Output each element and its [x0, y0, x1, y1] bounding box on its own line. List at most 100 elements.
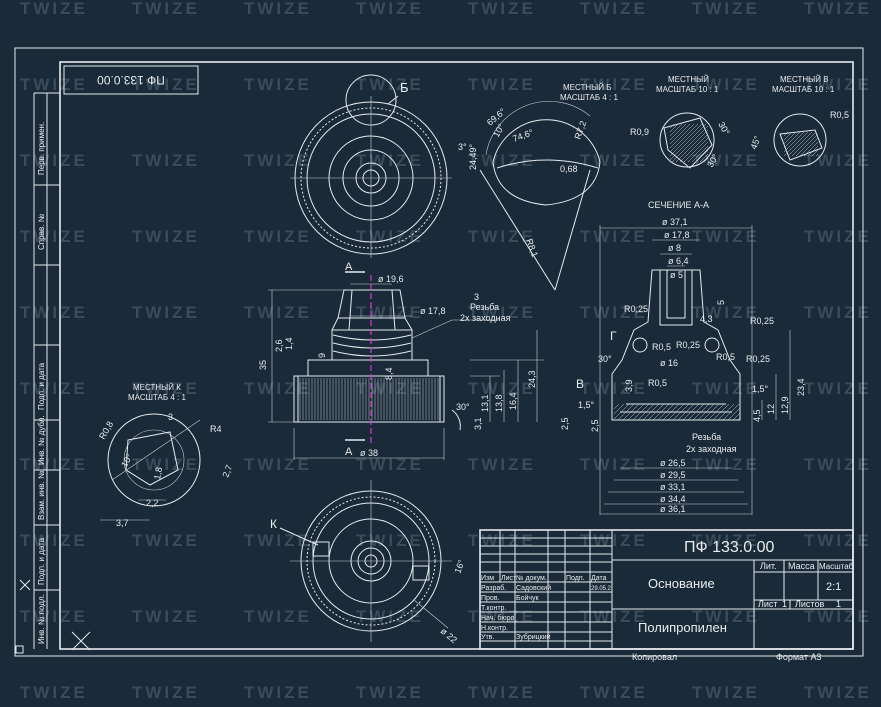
watermark-text: TWIZE [356, 151, 424, 170]
local-view-v: МЕСТНЫЙ В МАСШТАБ 10 : 1 R0,5 45° [748, 75, 849, 167]
local-mid-dim: R0,9 [630, 127, 649, 137]
title-material: Полипропилен [638, 620, 727, 635]
watermark-text: TWIZE [468, 151, 536, 170]
hatch-line [691, 145, 709, 163]
title-mass-label: Масса [788, 561, 815, 571]
rotated-doc-code: ПФ 133.0.00 [97, 73, 165, 87]
watermark-text: TWIZE [20, 455, 88, 474]
section-dim-top: ø 5 [670, 270, 683, 280]
front-dim: 8,4 [384, 367, 394, 380]
local-k-dim: 1,8 [152, 466, 164, 480]
watermark-text: TWIZE [132, 227, 200, 246]
title-row-name: Бойчук [516, 594, 540, 602]
watermark-text: TWIZE [132, 303, 200, 322]
watermark-text: TWIZE [804, 455, 872, 474]
section-dim-top: R0,25 [676, 340, 700, 350]
local-v-title: МЕСТНЫЙ В [780, 75, 829, 84]
front-dim: ø 19,6 [378, 274, 404, 284]
watermark-text: TWIZE [692, 303, 760, 322]
section-dim-right: 12 [766, 404, 776, 414]
sidebar-sign-date-2: Подп. и дата [37, 537, 46, 585]
hatch-line [627, 403, 645, 421]
sidebar-ref-no: Справ. № [37, 213, 46, 250]
section-dims: ø 37,1 ø 17,8 ø 8 ø 6,4 ø 5 5 4,3 R0,25 … [560, 217, 806, 514]
section-dim-top: R0,5 [648, 378, 667, 388]
hatch-line [667, 403, 685, 421]
section-dim-right: 12,9 [780, 396, 790, 414]
watermark-text: TWIZE [580, 683, 648, 702]
section-dim-left: 1,5° [578, 400, 595, 410]
watermark-text: TWIZE [804, 303, 872, 322]
watermark-text: TWIZE [468, 75, 536, 94]
hatch-line [787, 131, 813, 157]
watermark-text: TWIZE [580, 455, 648, 474]
watermark-text: TWIZE [468, 531, 536, 550]
sidebar-orig-inv: Инв. № подл. [37, 594, 46, 644]
hatch-line [695, 149, 709, 163]
title-header-cell: Лист [501, 575, 517, 582]
hatch-line [699, 153, 709, 163]
sidebar-dupl-inv: Инв. № дубл. [37, 415, 46, 465]
title-row-role: Т.контр. [481, 605, 506, 612]
watermark-text: TWIZE [692, 531, 760, 550]
hatch-line [732, 412, 741, 421]
hatch-line [712, 403, 730, 421]
watermark-text: TWIZE [20, 75, 88, 94]
local-k-dim: R4 [210, 424, 222, 434]
watermark-text: TWIZE [244, 227, 312, 246]
hatch-line [783, 131, 793, 141]
section-dim-bottom: ø 33,1 [660, 482, 686, 492]
section-dim-top: ø 6,4 [668, 256, 689, 266]
hatch-line [783, 131, 789, 137]
hatch-section [613, 403, 741, 421]
local-b-dim: 24,49° [468, 143, 478, 170]
local-view-mid: МЕСТНЫЙ МАСШТАБ 10 : 1 R0,9 30° 30° [630, 75, 732, 169]
watermark-text: TWIZE [692, 151, 760, 170]
hatch-line [669, 123, 695, 149]
section-label-a-top: А [345, 261, 353, 273]
watermark-text: TWIZE [244, 683, 312, 702]
local-b-dim: 3° [458, 142, 467, 152]
hatch-line [682, 403, 700, 421]
section-dim-right: 4,5 [752, 409, 762, 422]
title-sheets-value: 1 [836, 599, 841, 609]
watermark-text: TWIZE [244, 75, 312, 94]
section-dim-bottom: ø 34,4 [660, 494, 686, 504]
hatch-line [617, 403, 635, 421]
hatch-line [679, 133, 709, 163]
hatch-line [669, 123, 675, 129]
watermark-text: TWIZE [468, 379, 536, 398]
hatch-line [637, 403, 655, 421]
title-row-role: Утв. [481, 634, 494, 641]
section-dim-top: 4,3 [700, 314, 713, 324]
local-mid-title: МЕСТНЫЙ [668, 75, 709, 84]
title-row-name: Зубрицкий [516, 633, 551, 641]
label-v: В [576, 377, 584, 391]
hatch-line [613, 403, 625, 415]
hatch-line [642, 403, 660, 421]
hatch-line [662, 403, 680, 421]
local-k-scale: МАСШТАБ 4 : 1 [128, 393, 186, 402]
title-lit-label: Лит. [760, 561, 777, 571]
local-v-dim: R0,5 [830, 110, 849, 120]
watermark-text: TWIZE [804, 531, 872, 550]
watermark-text: TWIZE [468, 455, 536, 474]
title-header-cell: Подп. [566, 575, 585, 582]
hatch-line [669, 123, 687, 141]
local-b-scale: МАСШТАБ 4 : 1 [560, 93, 618, 102]
watermark-text: TWIZE [132, 683, 200, 702]
front-dim: 35 [258, 360, 268, 370]
hatch-line [707, 403, 725, 421]
hatch-line [669, 123, 707, 161]
hatch-line [815, 153, 819, 157]
section-dim-top: ø 16 [660, 358, 678, 368]
watermark-text: TWIZE [580, 75, 648, 94]
hatch-line [692, 403, 710, 421]
watermark-text: TWIZE [244, 0, 312, 18]
hatch-line [672, 403, 690, 421]
title-scale-value: 2:1 [826, 581, 841, 593]
hatch-line [647, 403, 665, 421]
section-dim-top: ø 8 [668, 243, 681, 253]
front-dim: ø 38 [360, 448, 378, 458]
